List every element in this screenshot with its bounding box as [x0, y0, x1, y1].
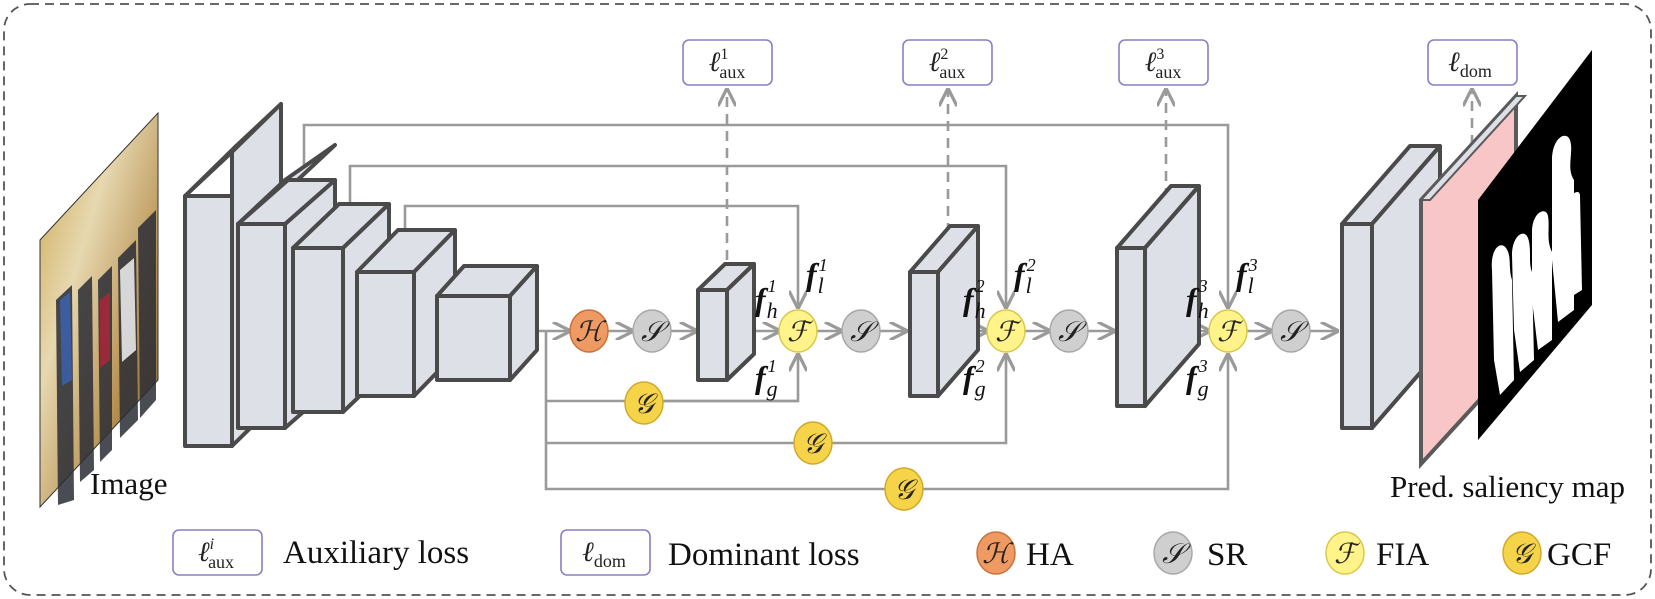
aux-loss-1-sup: 1 [720, 46, 728, 63]
legend-fia: ℱ FIA [1325, 531, 1429, 575]
legend-dom-sub: dom [594, 551, 626, 571]
fia-node-3: ℱ [1208, 309, 1248, 353]
encoder-block-5 [435, 264, 539, 382]
sr-node-1: 𝒮 [632, 309, 672, 353]
decoder-block-2 [908, 224, 980, 398]
aux-loss-3-sup: 3 [1156, 46, 1164, 63]
image-label: Image [90, 466, 167, 501]
legend-sr: 𝒮 SR [1153, 531, 1247, 575]
aux-loss-2-sup: 2 [940, 46, 948, 63]
ha-node: ℋ [569, 309, 609, 353]
aux-loss-1-base: ℓ [709, 47, 721, 78]
legend-dom-base: ℓ [582, 537, 594, 568]
encoder [183, 102, 539, 448]
decoder-block-1 [696, 262, 756, 382]
saliency-silhouettes [1491, 135, 1582, 395]
legend-dom: ℓdom Dominant loss [560, 529, 860, 576]
fia-node-2: ℱ [986, 309, 1026, 353]
legend-sr-text: SR [1207, 537, 1247, 573]
gcf-node-1: 𝒢 [624, 381, 664, 425]
module-nodes: ℋ 𝒮 ℱ 𝒮 ℱ 𝒮 ℱ 𝒮 [569, 309, 1311, 511]
fia-node-1: ℱ [778, 309, 818, 353]
legend-aux-sup: i [210, 536, 214, 553]
saliency-map [1478, 50, 1592, 440]
aux-loss-2-base: ℓ [929, 47, 941, 78]
svg-text:ℓdom: ℓdom [582, 537, 626, 571]
legend-aux-text: Auxiliary loss [283, 535, 469, 571]
aux-loss-3-sub: aux [1155, 62, 1181, 82]
sr-node-2: 𝒮 [841, 309, 881, 353]
sr-node-4: 𝒮 [1271, 309, 1311, 353]
decoder-block-3 [1115, 184, 1201, 408]
legend-ha-text: HA [1026, 537, 1074, 573]
gcf-node-3: 𝒢 [884, 467, 924, 511]
legend-gcf-text: GCF [1547, 537, 1611, 573]
legend-gcf: 𝒢 GCF [1502, 531, 1611, 575]
sr-node-3: 𝒮 [1049, 309, 1089, 353]
aux-loss-1-sub: aux [719, 62, 745, 82]
svg-text:ℓdom: ℓdom [1448, 47, 1492, 81]
legend-aux-sub: aux [208, 552, 234, 572]
legend-dom-text: Dominant loss [668, 537, 860, 573]
aux-loss-3-base: ℓ [1145, 47, 1157, 78]
legend-ha: ℋ HA [976, 531, 1074, 575]
dom-loss-box: ℓdom [1427, 39, 1518, 86]
ha-node-symbol: ℋ [575, 317, 607, 348]
legend-aux-base: ℓ [198, 537, 210, 568]
gcf-node-2: 𝒢 [793, 421, 833, 465]
aux-loss-2-sub: aux [939, 62, 965, 82]
outer-frame [3, 3, 1652, 596]
legend-fia-text: FIA [1376, 537, 1429, 573]
input-image [39, 111, 159, 509]
legend-ha-symbol: ℋ [982, 539, 1014, 570]
output-label: Pred. saliency map [1390, 469, 1625, 504]
dom-loss-base: ℓ [1448, 47, 1460, 78]
dom-loss-sub: dom [1460, 61, 1492, 81]
